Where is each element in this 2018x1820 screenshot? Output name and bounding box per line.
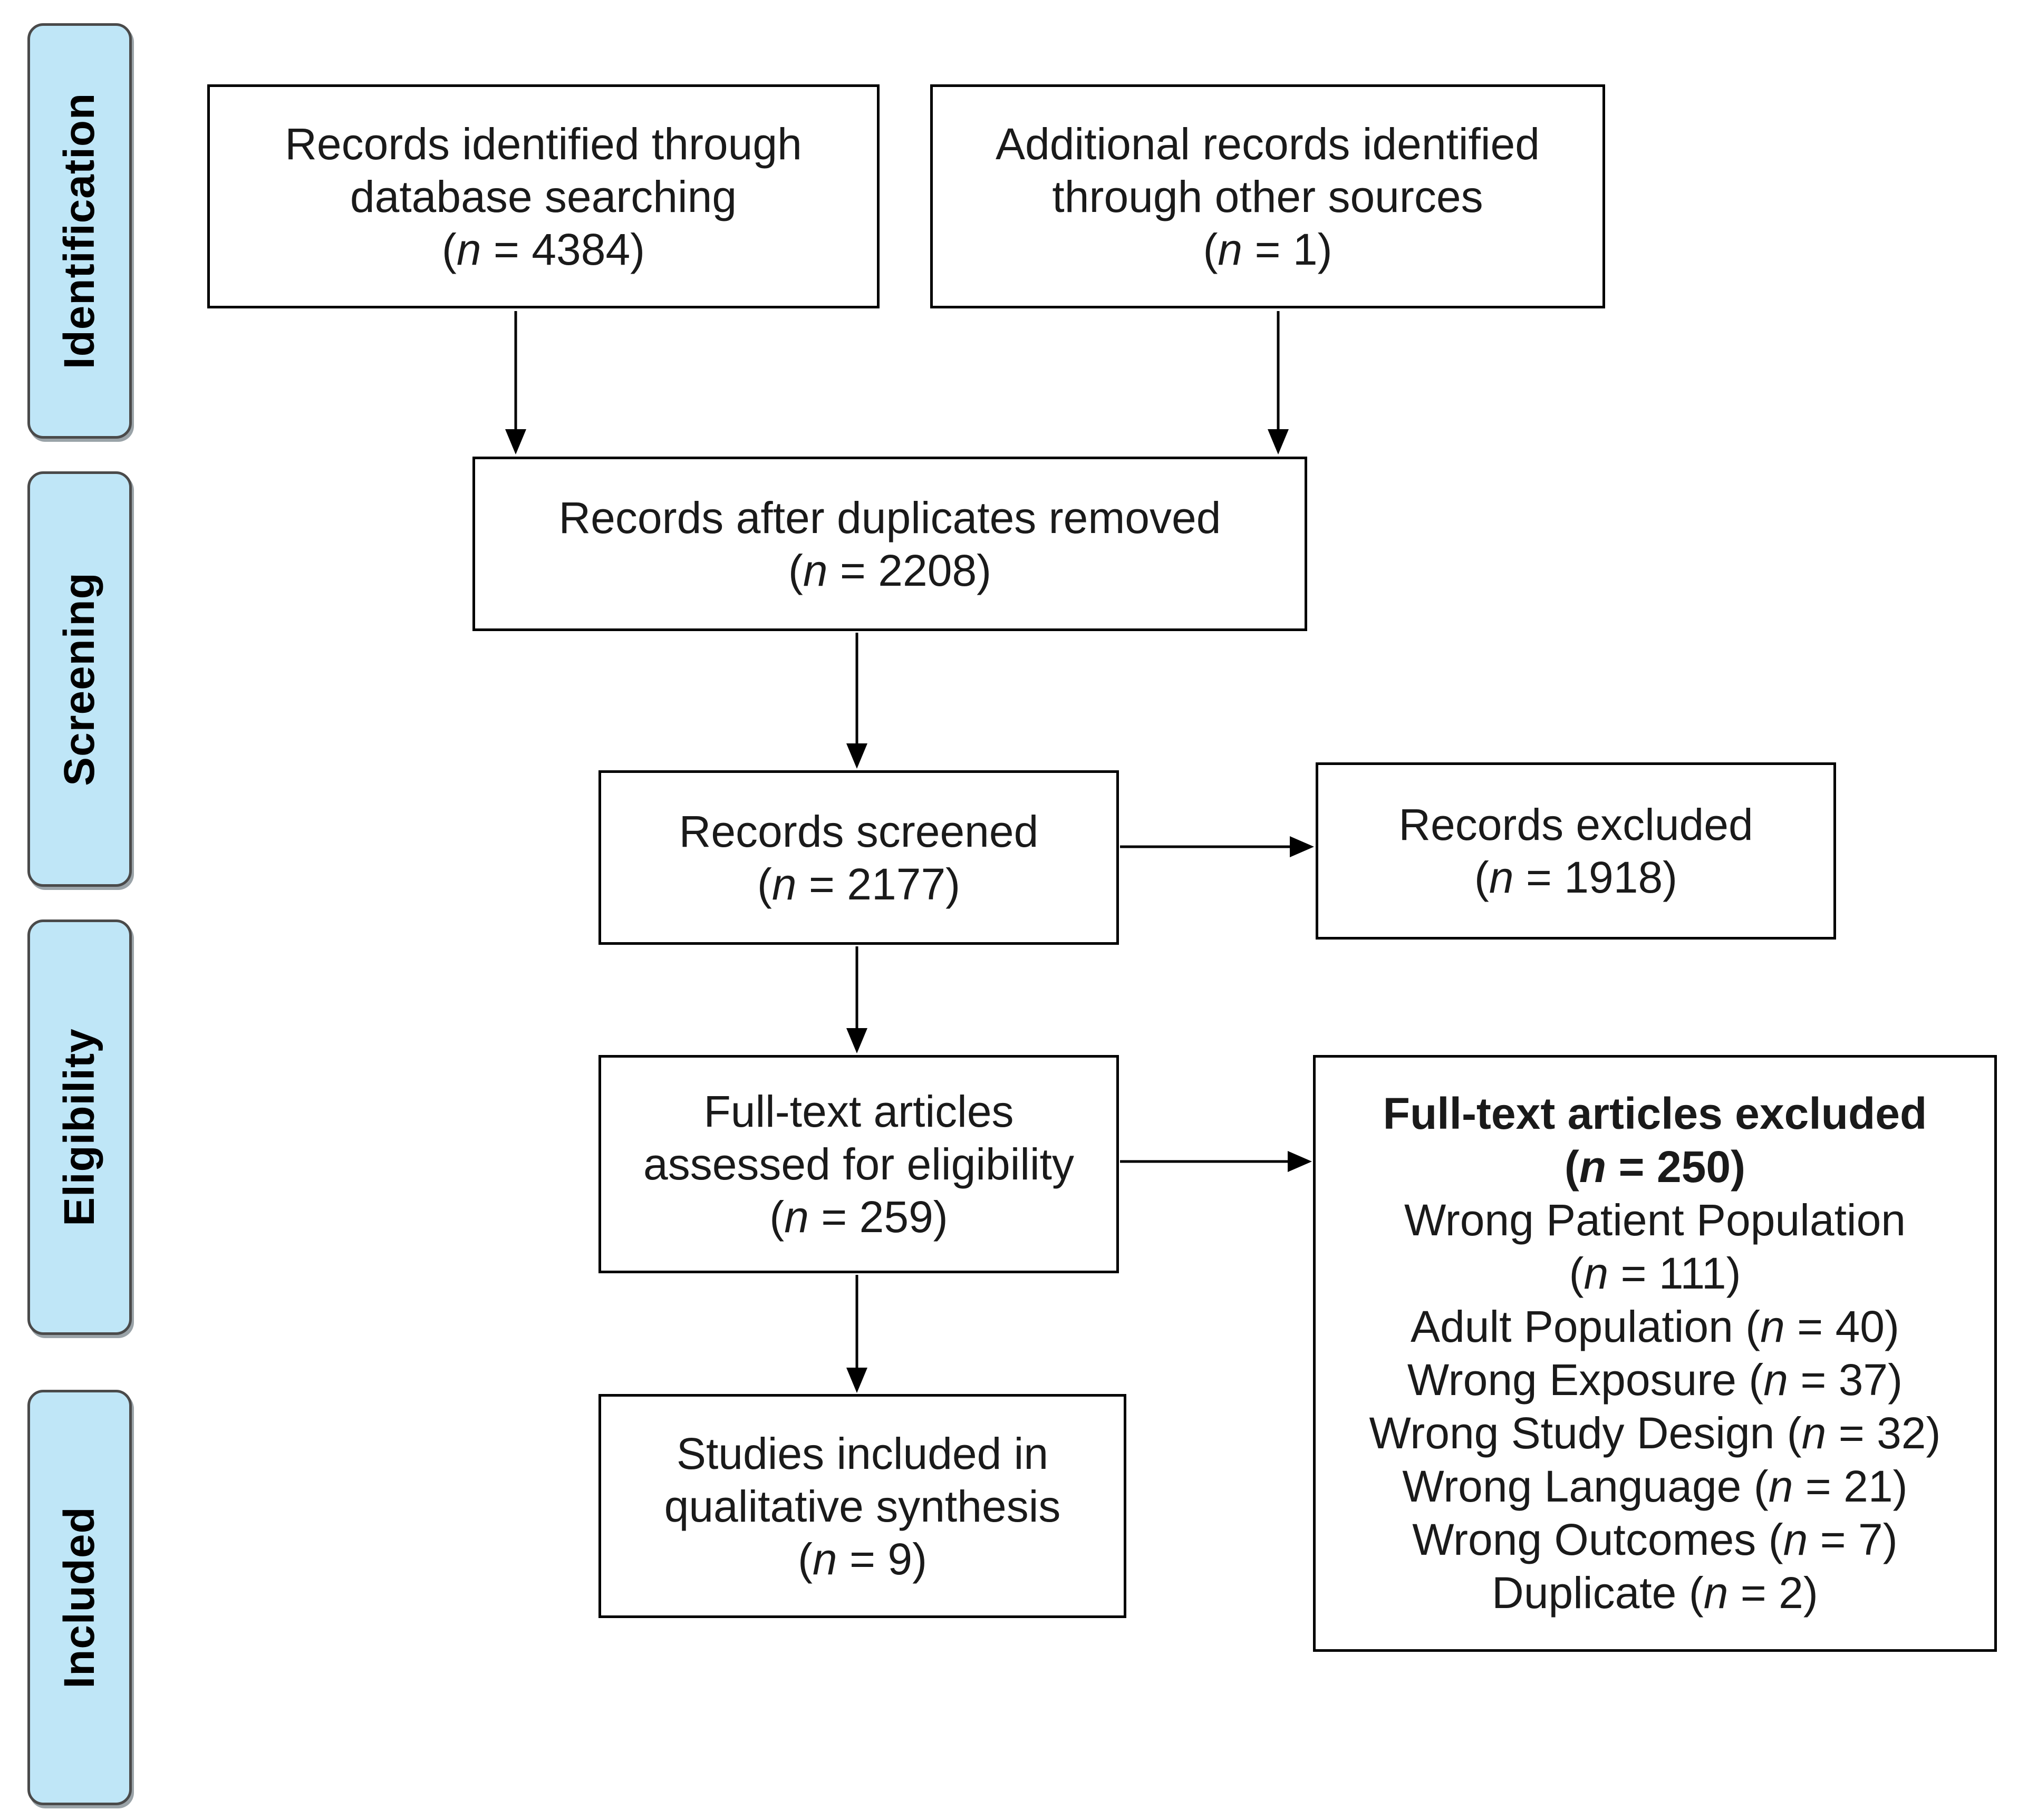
- fulltext-assessed-box: Full-text articles assessed for eligibil…: [598, 1055, 1119, 1273]
- exclusion-reason: Wrong Exposure (n = 37): [1407, 1355, 1903, 1405]
- exclusion-reason-label: Wrong Patient Population: [1404, 1195, 1906, 1245]
- fulltext-assessed-count: (n = 259): [769, 1192, 948, 1242]
- fulltext-assessed-line1: Full-text articles: [703, 1087, 1014, 1136]
- database-search-line1: Records identified through: [285, 119, 802, 169]
- after-duplicates-line1: Records after duplicates removed: [558, 492, 1221, 543]
- phase-included: Included: [27, 1390, 132, 1805]
- arrowhead-icon: [846, 743, 867, 769]
- arrowhead-icon: [1288, 1151, 1312, 1172]
- included-studies-box: Studies included in qualitative synthesi…: [598, 1394, 1126, 1618]
- exclusion-reason: Duplicate (n = 2): [1492, 1568, 1818, 1618]
- records-excluded-line1: Records excluded: [1398, 800, 1753, 849]
- records-screened-box: Records screened (n = 2177): [598, 770, 1119, 945]
- database-search-count: (n = 4384): [441, 224, 645, 274]
- arrowhead-icon: [846, 1028, 867, 1053]
- arrowhead-icon: [505, 429, 526, 454]
- included-studies-line2: qualitative synthesis: [664, 1481, 1061, 1531]
- fulltext-excluded-title: Full-text articles excluded: [1383, 1089, 1927, 1138]
- exclusion-reason-count: (n = 111): [1569, 1248, 1741, 1298]
- after-duplicates-box: Records after duplicates removed (n = 22…: [472, 457, 1307, 631]
- fulltext-excluded-count: (n = 250): [1564, 1142, 1746, 1192]
- fulltext-assessed-line2: assessed for eligibility: [643, 1139, 1075, 1189]
- records-screened-line1: Records screened: [679, 806, 1039, 856]
- phase-eligibility: Eligibility: [27, 919, 132, 1335]
- other-sources-line2: through other sources: [1052, 171, 1483, 221]
- exclusion-reason: Wrong Outcomes (n = 7): [1412, 1515, 1898, 1564]
- arrowhead-icon: [1290, 836, 1314, 857]
- database-search-line2: database searching: [350, 171, 737, 221]
- after-duplicates-count: (n = 2208): [788, 545, 992, 595]
- fulltext-excluded-box: Full-text articles excluded (n = 250) Wr…: [1313, 1055, 1997, 1652]
- records-screened-count: (n = 2177): [757, 859, 961, 909]
- exclusion-reason: Adult Population (n = 40): [1411, 1302, 1899, 1351]
- arrowhead-icon: [846, 1368, 867, 1393]
- other-sources-box: Additional records identified through ot…: [930, 84, 1605, 308]
- database-search-box: Records identified through database sear…: [207, 84, 880, 308]
- records-excluded-box: Records excluded (n = 1918): [1316, 762, 1836, 940]
- included-studies-count: (n = 9): [797, 1534, 928, 1584]
- phase-screening: Screening: [27, 471, 132, 887]
- included-studies-line1: Studies included in: [676, 1428, 1049, 1478]
- exclusion-reason: Wrong Study Design (n = 32): [1369, 1408, 1941, 1458]
- records-excluded-count: (n = 1918): [1474, 853, 1678, 902]
- exclusion-reason: Wrong Language (n = 21): [1402, 1461, 1908, 1511]
- arrowhead-icon: [1268, 429, 1289, 454]
- phase-identification: Identification: [27, 23, 132, 439]
- other-sources-line1: Additional records identified: [996, 119, 1540, 169]
- other-sources-count: (n = 1): [1203, 224, 1333, 274]
